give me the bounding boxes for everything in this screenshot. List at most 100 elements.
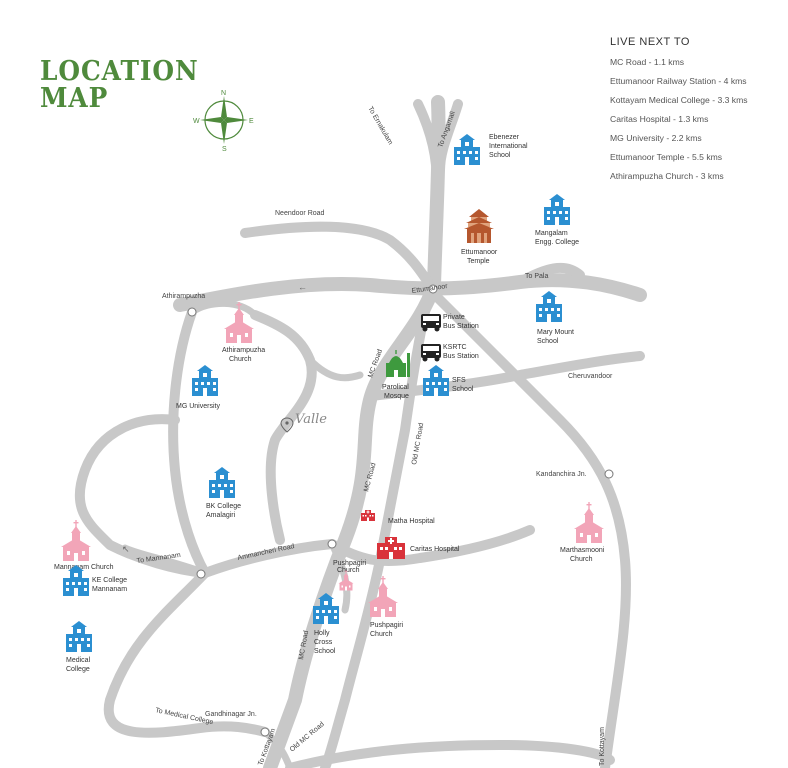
medical-college-road [103,568,270,738]
parolical-mosque: Parolical Mosque [382,350,410,400]
location-pin-icon [280,417,294,433]
live-next-to-item: MC Road - 1.1 kms [610,57,685,67]
compass-icon: N S W E [193,90,254,153]
holy-cross-school: Holly Cross School [313,593,339,655]
svg-text:Cross: Cross [314,639,333,646]
junctions [187,284,614,737]
south-road [285,740,615,768]
west-loop [74,414,210,578]
mannanam-road [121,544,209,577]
svg-text:Bus Station: Bus Station [443,353,479,360]
athirampuzha-junction [187,307,197,317]
kandanchira-road [425,285,631,768]
valle-road [250,310,317,545]
svg-text:School: School [489,152,511,159]
school-icon [536,291,562,322]
gandhinagar-road [261,728,294,768]
svg-text:Athirampuzha: Athirampuzha [222,347,265,354]
ke-college: KE College Mannanam [63,565,127,596]
road-label-old-mc-road-2: Old MC Road [289,721,326,754]
road-label-neendoor: Neendoor Road [275,210,325,217]
mannanam-junction [196,569,206,579]
ettumanoor-temple: Ettumanoor Temple [461,209,498,265]
school-icon [192,365,218,396]
road-label-old-mc-road-1: Old MC Road [411,422,425,465]
svg-text:College: College [66,666,90,673]
ammancheri-road [200,539,337,578]
svg-text:Medical: Medical [66,657,91,664]
page-title-line1: LOCATION [40,56,199,87]
kandanchira-junction [604,469,614,479]
svg-text:Parolical: Parolical [382,384,409,391]
svg-text:Pushpagiri: Pushpagiri [370,622,404,629]
bk-college: BK College Amalagiri [206,467,241,519]
church-icon [574,502,604,543]
pushpagiri-small-label-2: Church [337,567,360,574]
live-next-to-item: MG University - 2.2 kms [610,133,702,143]
svg-text:BK College: BK College [206,503,241,510]
pushpagiri-church: Pushpagiri Church [368,576,404,638]
hospital-icon [361,510,375,521]
marthasmooni-church: Marthasmooni Church [560,502,605,563]
temple-icon [464,209,494,243]
svg-text:MG University: MG University [176,403,220,410]
svg-text:Church: Church [570,556,593,563]
pushpagiri-small-label-1: Pushpagiri [333,560,367,567]
ebenezer-school: Ebenezer International School [454,134,528,165]
svg-text:Ettumanoor: Ettumanoor [461,249,498,256]
live-next-to-item: Caritas Hospital - 1.3 kms [610,114,709,124]
school-icon [423,365,449,396]
svg-text:School: School [452,386,474,393]
page-title: LOCATION MAP [40,58,212,112]
svg-text:Mannanam Church: Mannanam Church [54,564,114,571]
mangalam-college: Mangalam Engg. College [535,194,579,246]
live-next-to-panel: LIVE NEXT TO MC Road - 1.1 kms Ettumanoo… [610,36,785,186]
valle-inner [306,356,364,382]
caritas-hospital: Caritas Hospital [377,537,460,559]
bus-icon [421,344,441,362]
caritas-road [327,525,535,567]
svg-text:Bus Station: Bus Station [443,323,479,330]
svg-text:KE College: KE College [92,577,127,584]
ettumanoor-junction [428,284,438,294]
school-icon [209,467,235,498]
svg-text:KSRTC: KSRTC [443,344,467,351]
svg-text:School: School [314,648,336,655]
road-label-gandhinagar: Gandhinagar Jn. [205,711,257,718]
pala-road [515,262,585,287]
valle-marker[interactable]: Valle [280,412,327,433]
svg-text:International: International [489,143,528,150]
svg-text:Mangalam: Mangalam [535,230,568,237]
athirampuzha-link [188,299,259,319]
svg-text:Church: Church [229,356,252,363]
page-title-line2: MAP [40,83,109,114]
svg-text:Temple: Temple [467,258,490,265]
compass-n: N [221,90,226,97]
compass-w: W [193,118,200,125]
ammancheri-junction [327,539,337,549]
medical-college: Medical College [66,621,92,673]
live-next-to-item: Athirampuzha Church - 3 kms [610,171,724,181]
live-next-to-heading: LIVE NEXT TO [610,36,690,48]
ksrtc-bus-station: KSRTC Bus Station [421,344,479,362]
svg-text:Private: Private [443,314,465,321]
arrow-left-icon: ← [298,282,307,292]
neendoor-road [240,221,435,290]
bus-icon [421,314,441,332]
road-label-to-medical-college: To Medical College [155,707,214,726]
mary-mount-school: Mary Mount School [536,291,574,345]
road-label-cheruvandoor: Cheruvandoor [568,373,613,380]
ernakulam-road [413,99,441,170]
ettumanoor-road [173,273,647,312]
private-bus-station: Private Bus Station [421,314,479,332]
svg-text:Church: Church [370,631,393,638]
athirampuzha-loop [168,307,210,578]
live-next-to-item: Ettumanoor Temple - 5.5 kms [610,152,723,162]
road-label-to-pala: To Pala [525,273,548,280]
svg-text:Engg. College: Engg. College [535,239,579,246]
places: Ebenezer International School Ettumanoor… [54,134,605,673]
matha-hospital [361,510,375,521]
mannanam-church: Mannanam Church [54,520,114,571]
road-label-athirampuzha: Athirampuzha [162,293,205,300]
